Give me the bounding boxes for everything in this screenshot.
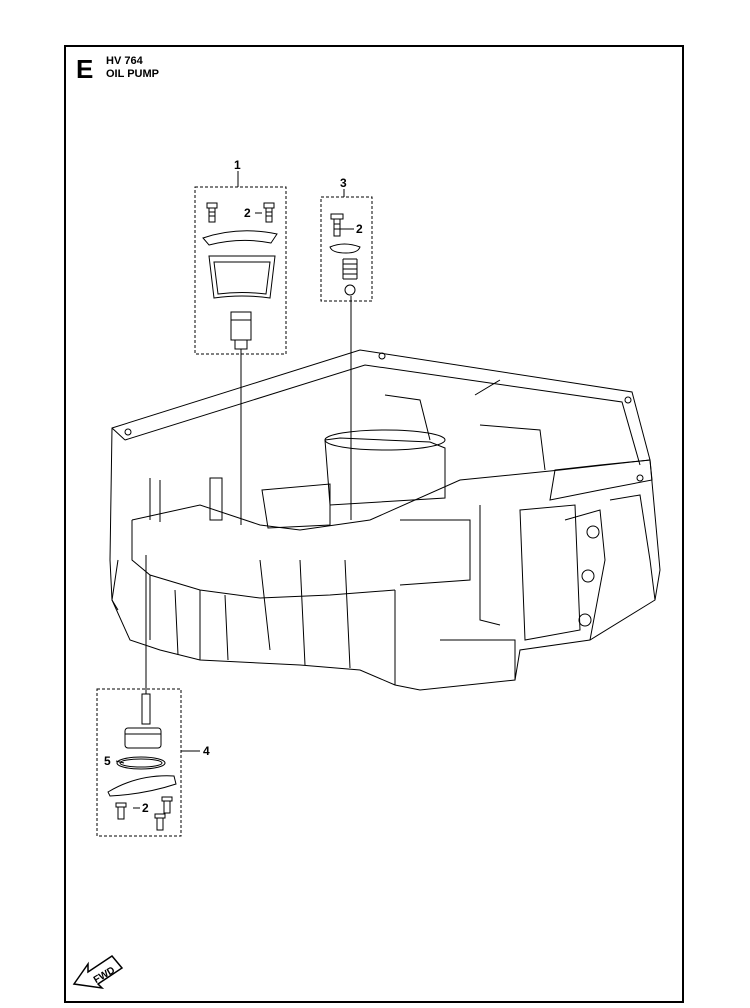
bolt-icon [154, 813, 166, 831]
bolt-icon [206, 202, 218, 223]
valve-plate-icon [329, 243, 361, 254]
callout-4: 4 [203, 744, 210, 758]
callout-1: 1 [234, 158, 241, 172]
model-number: HV 764 [106, 55, 143, 67]
pump-element-icon [230, 311, 252, 350]
callout-2: 2 [244, 206, 251, 220]
bolt-icon [263, 202, 275, 223]
bolt-icon [330, 213, 344, 237]
bolt-icon [161, 796, 173, 814]
ball-icon [344, 284, 356, 296]
group-box-4 [96, 688, 182, 837]
spring-icon [342, 258, 358, 280]
cover-plate-icon [202, 230, 278, 246]
o-ring-icon [116, 756, 166, 770]
group-box-1 [194, 186, 287, 355]
flange-plate-icon [107, 775, 177, 797]
page-title: OIL PUMP [106, 68, 159, 80]
group-box-3 [320, 196, 373, 302]
drawing-frame [64, 45, 684, 1003]
callout-3: 3 [340, 176, 347, 190]
gasket-icon [208, 255, 276, 299]
fwd-arrow-icon: FWD [72, 955, 124, 990]
callout-2: 2 [142, 801, 149, 815]
section-letter: E [76, 54, 94, 84]
oil-sump-housing-icon [109, 349, 661, 691]
callout-2: 2 [356, 222, 363, 236]
bolt-icon [115, 802, 127, 820]
oil-pump-icon [124, 693, 162, 749]
callout-5: 5 [104, 754, 111, 768]
